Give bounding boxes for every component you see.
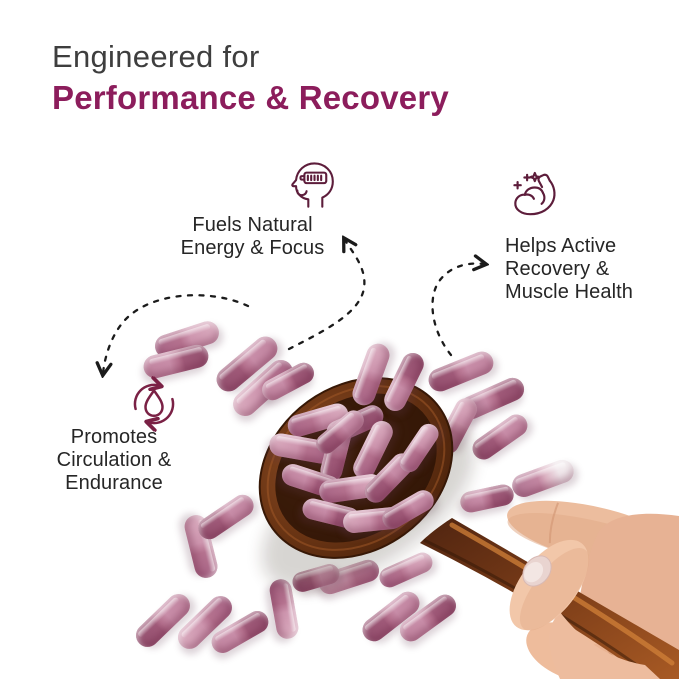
callout-recovery-line1: Helps Active bbox=[505, 235, 617, 257]
thumb-nail bbox=[522, 555, 552, 587]
bicep-sparkle-icon bbox=[504, 168, 562, 226]
callout-energy-line1: Fuels Natural bbox=[192, 214, 313, 236]
callout-circulation-line3: Endurance bbox=[65, 472, 163, 495]
callout-circulation-line2: Circulation & bbox=[56, 449, 172, 472]
callout-recovery: Helps Active Recovery & Muscle Health bbox=[505, 235, 675, 305]
callout-recovery-line3: Muscle Health bbox=[505, 281, 634, 304]
callout-energy: Fuels Natural Energy & Focus bbox=[160, 214, 345, 260]
head-battery-icon bbox=[286, 156, 342, 212]
callout-circulation: Promotes Circulation & Endurance bbox=[30, 426, 198, 496]
heading-line1: Engineered for bbox=[52, 39, 260, 74]
callout-recovery-line2: Recovery & bbox=[505, 258, 610, 281]
heading-line2: Performance & Recovery bbox=[52, 78, 449, 116]
callout-circulation-line1: Promotes bbox=[70, 426, 158, 448]
droplet-cycle-icon bbox=[126, 376, 182, 432]
page-heading: Engineered for Performance & Recovery bbox=[52, 38, 449, 117]
callout-energy-line2: Energy & Focus bbox=[180, 237, 325, 260]
